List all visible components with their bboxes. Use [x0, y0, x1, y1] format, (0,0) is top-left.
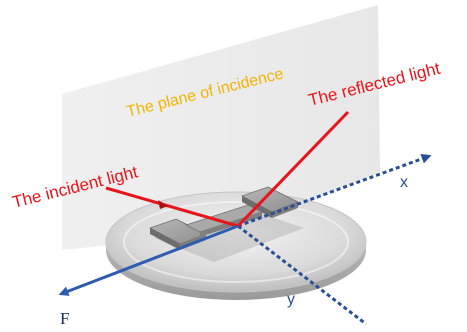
- force-vector: [58, 224, 239, 296]
- plane-of-incidence: [62, 5, 380, 250]
- reflected-light-ray: [236, 110, 350, 228]
- h-shaped-sample: [149, 186, 304, 262]
- y-axis-label: y: [287, 291, 295, 308]
- x-axis-label: x: [400, 174, 408, 191]
- incident-light-ray: [105, 186, 239, 228]
- y-axis: [237, 224, 367, 326]
- x-axis: [237, 153, 432, 228]
- force-label: F: [60, 309, 69, 328]
